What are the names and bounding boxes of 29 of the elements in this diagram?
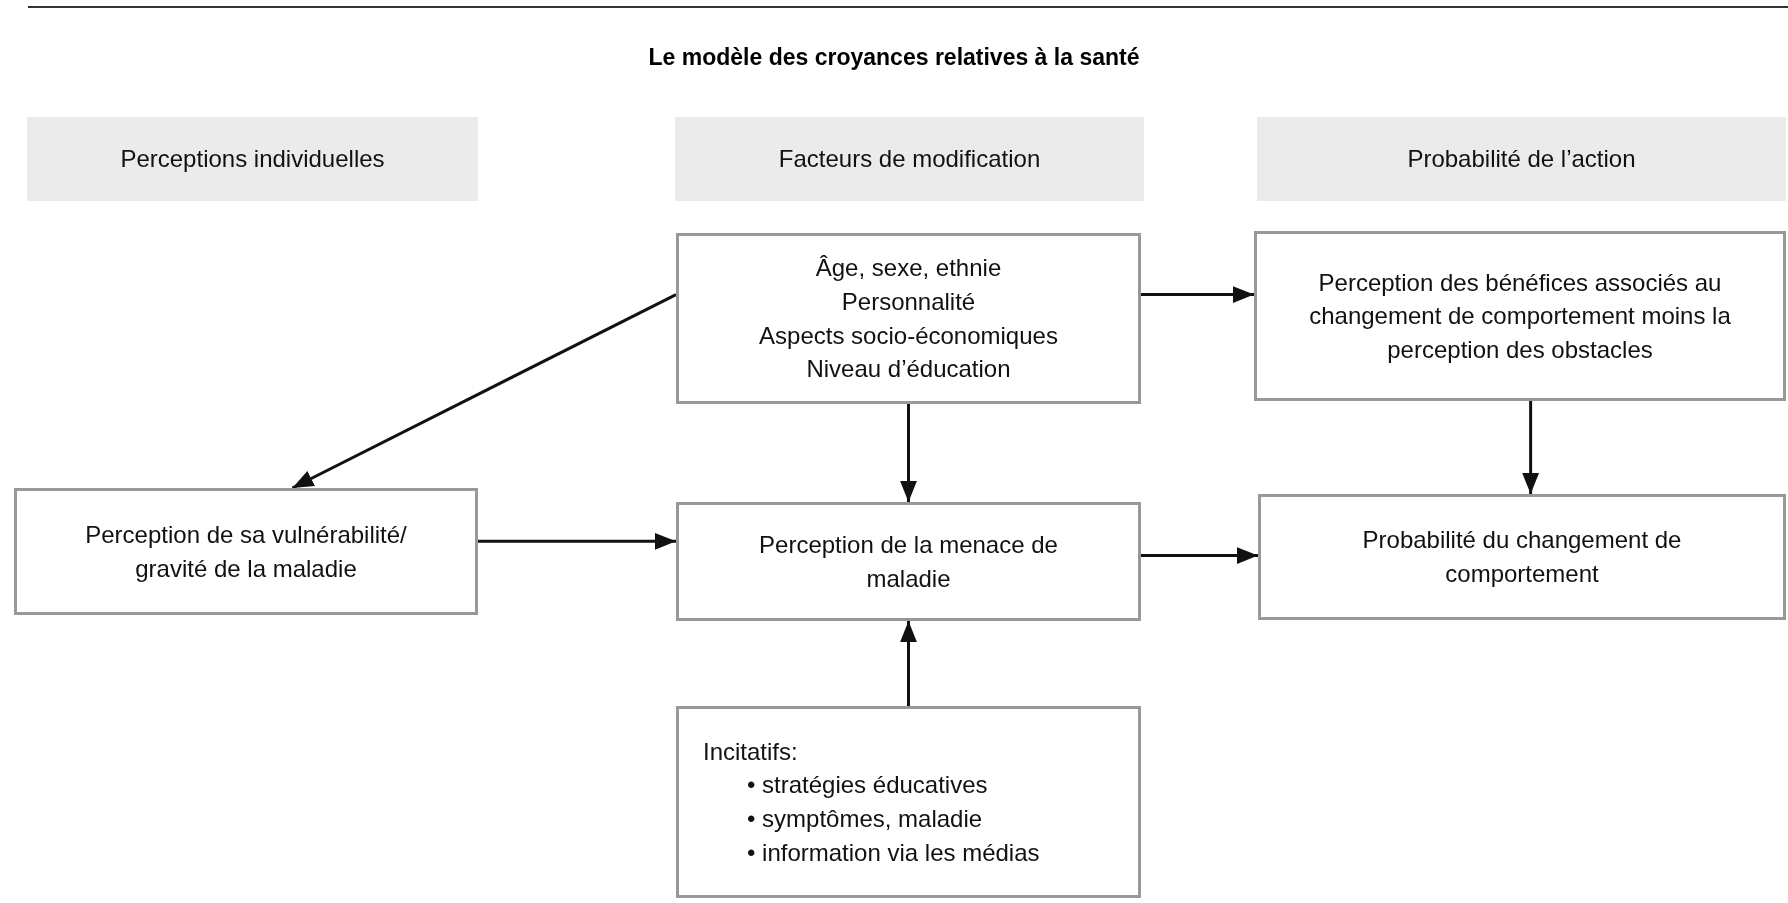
- box-text: Incitatifs:: [703, 736, 798, 767]
- box-text: Aspects socio-économiques: [759, 320, 1058, 351]
- bullet-item: • stratégies éducatives: [746, 770, 988, 801]
- text-box: [1258, 494, 1786, 620]
- text-box: [676, 502, 1141, 621]
- box-text: Perception des bénéfices associés au changement de comportement moins la perception des obstacles: [1308, 267, 1732, 365]
- box-text: Personnalité: [841, 286, 976, 317]
- text-box: [14, 488, 478, 615]
- arrow: [900, 404, 917, 502]
- arrow: [478, 532, 676, 550]
- box-text: Âge, sexe, ethnie: [815, 253, 1002, 284]
- diagram-title: Le modèle des croyances relatives à la santé: [647, 44, 1141, 71]
- box-text: Perception de la menace de maladie: [758, 529, 1059, 594]
- arrow: [291, 293, 677, 490]
- text-box: [676, 706, 1141, 898]
- bullet-item: • symptômes, maladie: [746, 804, 983, 834]
- box-text: Facteurs de modification: [778, 144, 1041, 175]
- box-text: Probabilité du changement de comportement: [1361, 525, 1683, 589]
- arrow: [1522, 401, 1540, 494]
- text-box: [676, 233, 1141, 404]
- bullet-item: • information via les médias: [746, 837, 1040, 868]
- arrow: [1141, 286, 1254, 303]
- box-text: Probabilité de l’action: [1407, 144, 1636, 175]
- arrow: [1141, 547, 1258, 564]
- arrow: [900, 621, 917, 706]
- box-text: Niveau d’éducation: [806, 354, 1011, 385]
- box-text: Perception de sa vulnérabilité/ gravité de la maladie: [84, 519, 408, 584]
- text-box: [1254, 231, 1786, 401]
- box-text: Perceptions individuelles: [120, 144, 385, 175]
